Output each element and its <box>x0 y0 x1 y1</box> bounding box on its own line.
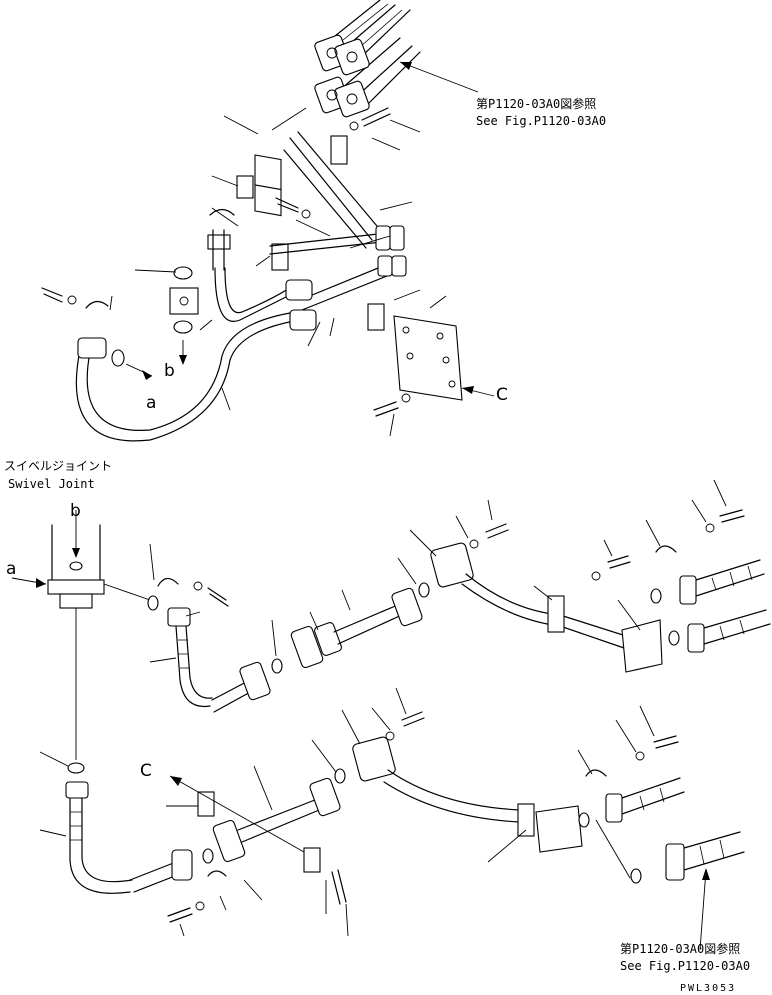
middle-assembly <box>147 479 771 713</box>
view-b-label-top: b <box>164 361 175 381</box>
top-reference: 第P1120-03A0図参照 See Fig.P1120-03A0 <box>399 61 606 128</box>
top-leaders <box>109 107 447 437</box>
top-bolts <box>275 107 411 417</box>
top-flanges <box>314 34 370 118</box>
top-reference-jp: 第P1120-03A0図参照 <box>476 96 596 111</box>
swivel-joint: b a <box>6 501 151 760</box>
top-clamps <box>209 131 407 331</box>
top-reference-en: See Fig.P1120-03A0 <box>476 114 606 128</box>
lower-assembly: C <box>39 687 745 937</box>
view-c-label-lower: C <box>140 761 152 781</box>
swivel-joint-label: スイベルジョイント Swivel Joint <box>4 459 112 491</box>
bottom-reference-en: See Fig.P1120-03A0 <box>620 959 750 973</box>
view-b-label-swivel: b <box>70 501 81 521</box>
view-c-marker-top: C <box>461 385 508 405</box>
bracket-plate <box>393 315 463 401</box>
view-a-label-top: a <box>146 393 156 413</box>
top-fitting <box>134 229 231 365</box>
bottom-reference: 第P1120-03A0図参照 See Fig.P1120-03A0 <box>620 868 750 973</box>
view-ab-markers-top: a b <box>111 349 175 413</box>
top-hose-loop <box>75 267 317 442</box>
bottom-reference-jp: 第P1120-03A0図参照 <box>620 941 740 956</box>
swivel-joint-en: Swivel Joint <box>8 477 95 491</box>
top-left-parts <box>41 287 109 309</box>
top-hose-bundle <box>314 0 421 118</box>
view-c-label-top: C <box>496 385 508 405</box>
drawing-code: PWL3053 <box>680 983 736 994</box>
swivel-joint-jp: スイベルジョイント <box>4 459 112 473</box>
view-a-label-swivel: a <box>6 559 16 579</box>
